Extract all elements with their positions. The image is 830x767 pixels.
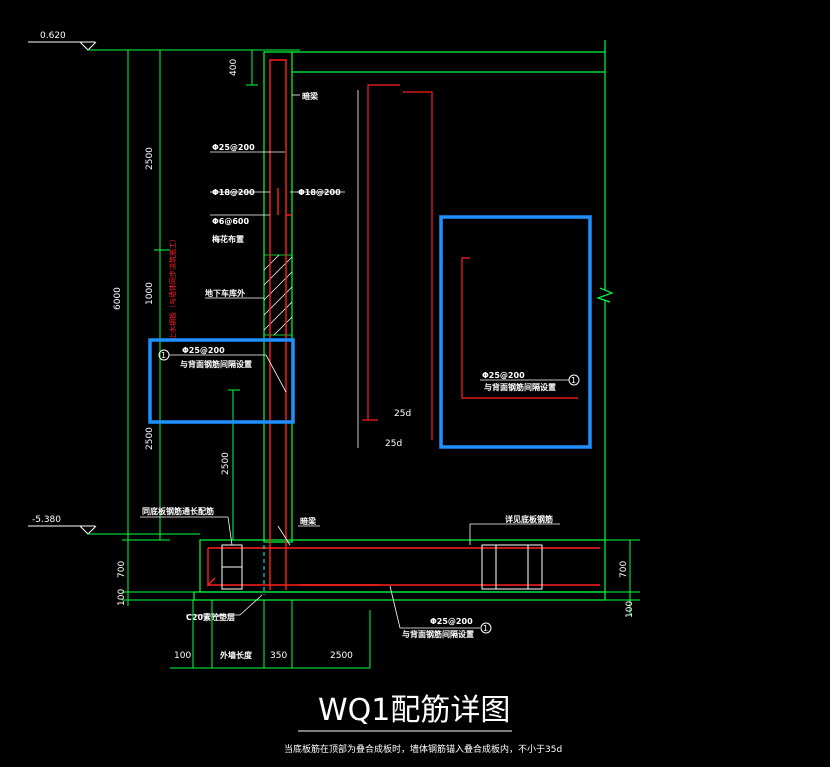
highlight-box-left [148,338,295,424]
anchor-25d-a: 25d [394,409,411,419]
dim-v-700-left: 700 [117,561,127,578]
wall-outline [193,40,614,601]
callout-2-rebar-line [461,257,578,399]
red-vertical-note: 止水钢板（与墙体同步浇筑施工） [168,235,177,340]
elevation-bottom-marker [28,525,200,535]
svg-text:1: 1 [161,351,166,360]
dim-h-100: 100 [174,651,191,661]
bottom-dimension-lines [122,539,640,669]
dim-2500-inner: 2500 [221,452,231,475]
label-rebar-18-right: Φ18@200 [298,188,341,197]
dim-v-100-left: 100 [117,589,127,606]
callout-1-marker: 1 [158,349,287,393]
label-basement: 地下车库外 [205,288,245,298]
dim-2500-bottom: 2500 [145,427,155,450]
label-right-bottom: 详见底板钢筋 [505,514,553,524]
label-waterstop-top: 暗梁 [302,91,319,101]
dim-1000: 1000 [145,282,155,305]
elevation-bottom-label: -5.380 [32,515,61,525]
dim-2500-top: 2500 [145,147,155,170]
callout-1-rebar: Φ25@200 [182,346,225,355]
callout-3-rebar: Φ25@200 [430,617,473,626]
dim-v-100-right: 100 [625,601,635,618]
label-rebar-25: Φ25@200 [212,143,255,152]
label-waterstop-bottom: 暗梁 [300,516,317,526]
label-tie-layout: 梅花布置 [212,234,244,244]
label-rebar-18-left: Φ18@200 [212,188,255,197]
label-c20: C20素砼垫层 [186,612,235,622]
label-tie-6: Φ6@600 [212,217,250,226]
callout-2-desc: 与背面钢筋间隔设置 [484,382,556,392]
drawing-note: 当底板筋在顶部为叠合成板时，墙体钢筋锚入叠合成板内，不小于35d [284,743,562,755]
drawing-title: WQ1配筋详图 [318,693,510,728]
anchor-25d-b: 25d [385,439,402,449]
dim-400-top: 400 [229,59,239,76]
callout-3-marker: 1 [480,622,492,634]
callout-1-desc: 与背面钢筋间隔设置 [180,359,252,369]
svg-text:1: 1 [483,624,488,633]
wall-rebar [207,59,600,590]
dim-h-350: 350 [270,651,287,661]
elevation-top-marker [28,41,300,51]
dim-h-2500: 2500 [330,651,353,661]
leaders [140,94,560,629]
svg-text:1: 1 [571,376,576,385]
dim-6000: 6000 [113,287,123,310]
dim-h-outer: 外墙长度 [220,650,253,660]
callout-3-desc: 与背面钢筋间隔设置 [402,629,474,639]
label-bottom-left: 同底板钢筋通长配筋 [142,506,214,516]
callout-2-rebar: Φ25@200 [482,371,525,380]
waterstop-hatch [263,254,293,336]
left-dimension-lines [122,49,258,541]
elevation-top-label: 0.620 [40,31,66,41]
callout-2-marker: 1 [480,374,580,386]
anchor-diagram [362,84,433,440]
highlight-box-right [439,215,592,449]
dim-v-700-right: 700 [619,561,629,578]
